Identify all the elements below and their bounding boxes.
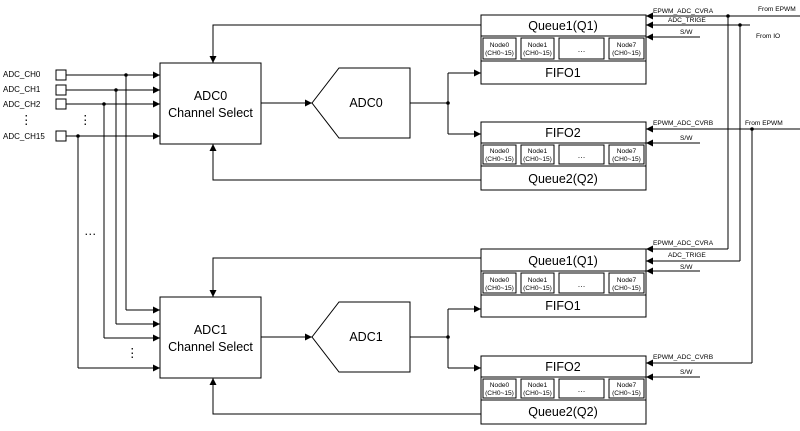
adc1-q2-node1: Node1 (528, 382, 548, 389)
adc1-q1-node1: Node1 (528, 277, 548, 284)
adc0-fifo1-title: FIFO1 (545, 66, 580, 80)
adc1-channel-select-subtitle: Channel Select (168, 340, 253, 354)
adc1-q2-node7-range: (CH0~15) (612, 390, 641, 397)
adc1-queue1-title: Queue1(Q1) (528, 254, 597, 268)
adc0-fifo2-title: FIFO2 (545, 126, 580, 140)
adc1-channel-select-block (159, 296, 262, 379)
adc1-q1-node0-range: (CH0~15) (485, 285, 514, 292)
adc0-q2-node7: Node7 (617, 148, 637, 155)
adc1-q1-node0: Node0 (490, 277, 510, 284)
adc1-q2-node1-range: (CH0~15) (523, 390, 552, 397)
adc1-q2-sw-label: S/W (680, 369, 693, 376)
input-channels: ADC_CH0 ADC_CH1 ADC_CH2 ADC_CH15 ⋮ ⋮ … ⋮ (3, 69, 160, 372)
adc1-q1-trige-label: ADC_TRIGE (668, 252, 706, 259)
adc1-q1-node7-range: (CH0~15) (612, 285, 641, 292)
adc1-converter-label: ADC1 (349, 330, 382, 344)
label-adc-ch2: ADC_CH2 (3, 100, 41, 109)
adc1-queue2-title: Queue2(Q2) (528, 405, 597, 419)
adc0-q1-trige-label: ADC_TRIGE (668, 17, 706, 24)
adc1-q2-cvrb-label: EPWM_ADC_CVRB (653, 354, 714, 361)
adc1-input-ellipsis: ⋮ (126, 346, 139, 360)
pin-ch15 (55, 130, 67, 142)
adc0-converter-label: ADC0 (349, 96, 382, 110)
trigger-signals: From EPWM From IO From EPWM EPWM_ADC_CVR… (646, 6, 800, 381)
adc0-q2-cvrb-label: EPWM_ADC_CVRB (653, 120, 714, 127)
adc1-q2-node-ellipsis: … (578, 385, 586, 394)
adc0-q1-node7-range: (CH0~15) (612, 50, 641, 57)
adc0-queue2-title: Queue2(Q2) (528, 172, 597, 186)
adc1-q2-node0-range: (CH0~15) (485, 390, 514, 397)
adc1-q1-cvra-label: EPWM_ADC_CVRA (653, 240, 714, 247)
label-adc-ch0: ADC_CH0 (3, 70, 41, 79)
adc0-channel-select-title: ADC0 (194, 89, 227, 103)
adc0-q2-node0: Node0 (490, 148, 510, 155)
adc0-q1-node0-range: (CH0~15) (485, 50, 514, 57)
label-adc-ch1: ADC_CH1 (3, 85, 41, 94)
adc1-q2-node7: Node7 (617, 382, 637, 389)
adc1-q2-node0: Node0 (490, 382, 510, 389)
adc0-queue1-title: Queue1(Q1) (528, 19, 597, 33)
adc1-channel-select-title: ADC1 (194, 323, 227, 337)
adc0-q2-sw-label: S/W (680, 135, 693, 142)
pin-ch1 (55, 84, 67, 96)
adc0-q1-sw-label: S/W (680, 29, 693, 36)
adc0-q1-node-ellipsis: … (578, 45, 586, 54)
adc1-q1-node-ellipsis: … (578, 280, 586, 289)
adc0-input-ellipsis: ⋮ (79, 113, 92, 127)
adc0-q1-node0: Node0 (490, 42, 510, 49)
adc0-q1-node7: Node7 (617, 42, 637, 49)
pin-ch2 (55, 98, 67, 110)
adc1-fifo1-title: FIFO1 (545, 299, 580, 313)
adc0-q2-node-ellipsis: … (578, 151, 586, 160)
branch-vertical-ellipsis: … (84, 224, 97, 238)
adc0-q1-cvra-label: EPWM_ADC_CVRA (653, 8, 714, 15)
adc1-q1-node1-range: (CH0~15) (523, 285, 552, 292)
adc0-q2-node1-range: (CH0~15) (523, 156, 552, 163)
input-vertical-ellipsis: ⋮ (20, 113, 33, 127)
adc0-q1-node1-range: (CH0~15) (523, 50, 552, 57)
adc0-q2-node7-range: (CH0~15) (612, 156, 641, 163)
adc1-q1-sw-label: S/W (680, 264, 693, 271)
label-adc-ch15: ADC_CH15 (3, 132, 45, 141)
label-from-epwm-b: From EPWM (745, 120, 783, 127)
adc0-channel-select-block (159, 62, 262, 145)
label-from-io: From IO (756, 33, 780, 40)
adc0-q1-node1: Node1 (528, 42, 548, 49)
adc1-section: ADC1 Channel Select ADC1 Queue1(Q1) Node… (159, 248, 647, 425)
adc1-fifo2-title: FIFO2 (545, 360, 580, 374)
adc1-q1-node7: Node7 (617, 277, 637, 284)
pin-ch0 (55, 69, 67, 81)
adc0-q2-node1: Node1 (528, 148, 548, 155)
adc0-channel-select-subtitle: Channel Select (168, 106, 253, 120)
adc0-section: ADC0 Channel Select ADC0 Queue1(Q1) Node… (159, 14, 647, 191)
adc0-q2-node0-range: (CH0~15) (485, 156, 514, 163)
label-from-epwm-a: From EPWM (758, 6, 796, 13)
